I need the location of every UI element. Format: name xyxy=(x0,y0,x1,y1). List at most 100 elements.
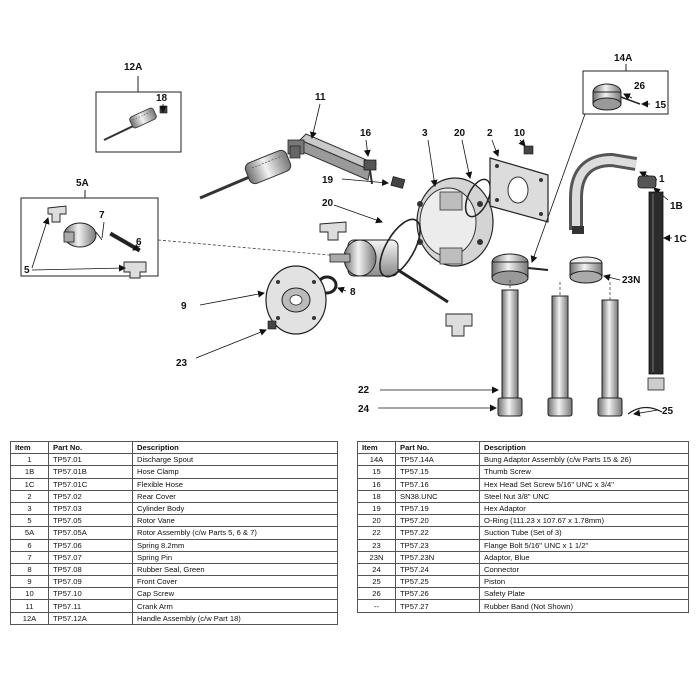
cell-part-no: TP57.10 xyxy=(48,587,133,601)
cell-description: Piston xyxy=(479,575,689,589)
cylinder-body xyxy=(416,139,494,267)
callout-1C: 1C xyxy=(674,234,687,245)
flexible-hose xyxy=(648,191,672,375)
cell-item: 16 xyxy=(357,477,396,491)
callout-23N: 23N xyxy=(622,275,640,286)
cell-description: Bung Adaptor Assembly (c/w Parts 15 & 26… xyxy=(479,453,689,467)
header-item: Item xyxy=(10,440,49,455)
cell-part-no: TP57.23N xyxy=(395,550,480,564)
callout-20-rear: 20 xyxy=(454,128,466,139)
cell-item: 22 xyxy=(357,526,396,540)
discharge-spout xyxy=(569,152,658,234)
callout-9: 9 xyxy=(181,301,187,312)
suction-tube xyxy=(497,289,523,417)
cell-description: Flange Bolt 5/16" UNC x 1 1/2" xyxy=(479,538,689,552)
cell-part-no: TP57.23 xyxy=(395,538,480,552)
callout-23: 23 xyxy=(176,358,188,369)
cell-part-no: TP57.09 xyxy=(48,575,133,589)
callout-18: 18 xyxy=(156,93,168,104)
cell-description: Steel Nut 3/8" UNC xyxy=(479,489,689,503)
cell-description: Hose Clamp xyxy=(132,465,338,479)
steel-nut xyxy=(159,105,168,114)
cell-item: 10 xyxy=(10,587,49,601)
cell-item: 1B xyxy=(10,465,49,479)
callout-15: 15 xyxy=(655,100,667,111)
cell-part-no: TP57.03 xyxy=(48,501,133,516)
cell-description: Adaptor, Blue xyxy=(479,550,689,564)
cell-description: Cap Screw xyxy=(132,587,338,601)
callout-16: 16 xyxy=(360,128,372,139)
cell-description: Rubber Band (Not Shown) xyxy=(479,599,689,613)
handle-assembly-box xyxy=(95,76,182,153)
hose-clamp xyxy=(637,175,669,201)
rear-cover xyxy=(489,139,549,223)
suction-tubes xyxy=(378,280,623,417)
cell-part-no: TP57.22 xyxy=(395,526,480,540)
cell-item: 9 xyxy=(10,575,49,589)
callout-22: 22 xyxy=(358,385,370,396)
cell-item: 14A xyxy=(357,453,396,467)
cell-item: 12A xyxy=(10,611,49,625)
cell-description: Suction Tube (Set of 3) xyxy=(479,526,689,540)
cell-item: 23 xyxy=(357,538,396,552)
adaptor-blue xyxy=(569,256,621,284)
flange-bolt xyxy=(195,320,277,359)
cell-part-no: TP57.05A xyxy=(48,526,133,540)
cell-description: Spring 8.2mm xyxy=(132,538,338,552)
callout-11: 11 xyxy=(315,92,326,103)
callout-5: 5 xyxy=(24,265,30,276)
cell-item: 24 xyxy=(357,562,396,577)
cell-item: -- xyxy=(357,599,396,613)
cell-part-no: TP57.15 xyxy=(395,465,480,479)
cell-part-no: TP57.01 xyxy=(48,453,133,467)
cell-description: Crank Arm xyxy=(132,599,338,613)
cell-item: 6 xyxy=(10,538,49,552)
callout-7: 7 xyxy=(99,210,105,221)
crank-arm xyxy=(287,103,377,181)
callout-12A: 12A xyxy=(124,62,142,73)
cell-item: 1C xyxy=(10,477,49,491)
cell-description: Safety Plate xyxy=(479,587,689,601)
cell-part-no: TP57.07 xyxy=(48,550,133,564)
bung-adaptor-box xyxy=(582,64,669,115)
cell-description: Handle Assembly (c/w Part 18) xyxy=(132,611,338,625)
callout-6: 6 xyxy=(136,237,142,248)
cell-part-no: TP57.06 xyxy=(48,538,133,552)
cell-item: 1 xyxy=(10,453,49,467)
rotor-assembly-box xyxy=(20,190,159,279)
header-item: Item xyxy=(357,440,396,455)
callout-26: 26 xyxy=(634,81,646,92)
cell-part-no: TP57.19 xyxy=(395,501,480,516)
cell-description: Cylinder Body xyxy=(132,501,338,516)
cell-item: 26 xyxy=(357,587,396,601)
cell-description: Flexible Hose xyxy=(132,477,338,491)
table-header-row: Item Part No. Description xyxy=(10,440,338,455)
callout-19: 19 xyxy=(322,175,334,186)
cell-item: 19 xyxy=(357,501,396,516)
cell-part-no: TP57.02 xyxy=(48,489,133,503)
exploded-parts-diagram: 12A 18 11 16 3 20 2 10 14A 26 15 1 1B 1C… xyxy=(20,53,687,417)
cell-description: O-Ring (111.23 x 107.67 x 1.78mm) xyxy=(479,514,689,528)
cell-part-no: TP57.20 xyxy=(395,514,480,528)
cell-item: 5 xyxy=(10,514,49,528)
cell-item: 7 xyxy=(10,550,49,564)
table-header-row: Item Part No. Description xyxy=(357,440,689,455)
front-cover xyxy=(199,265,327,335)
